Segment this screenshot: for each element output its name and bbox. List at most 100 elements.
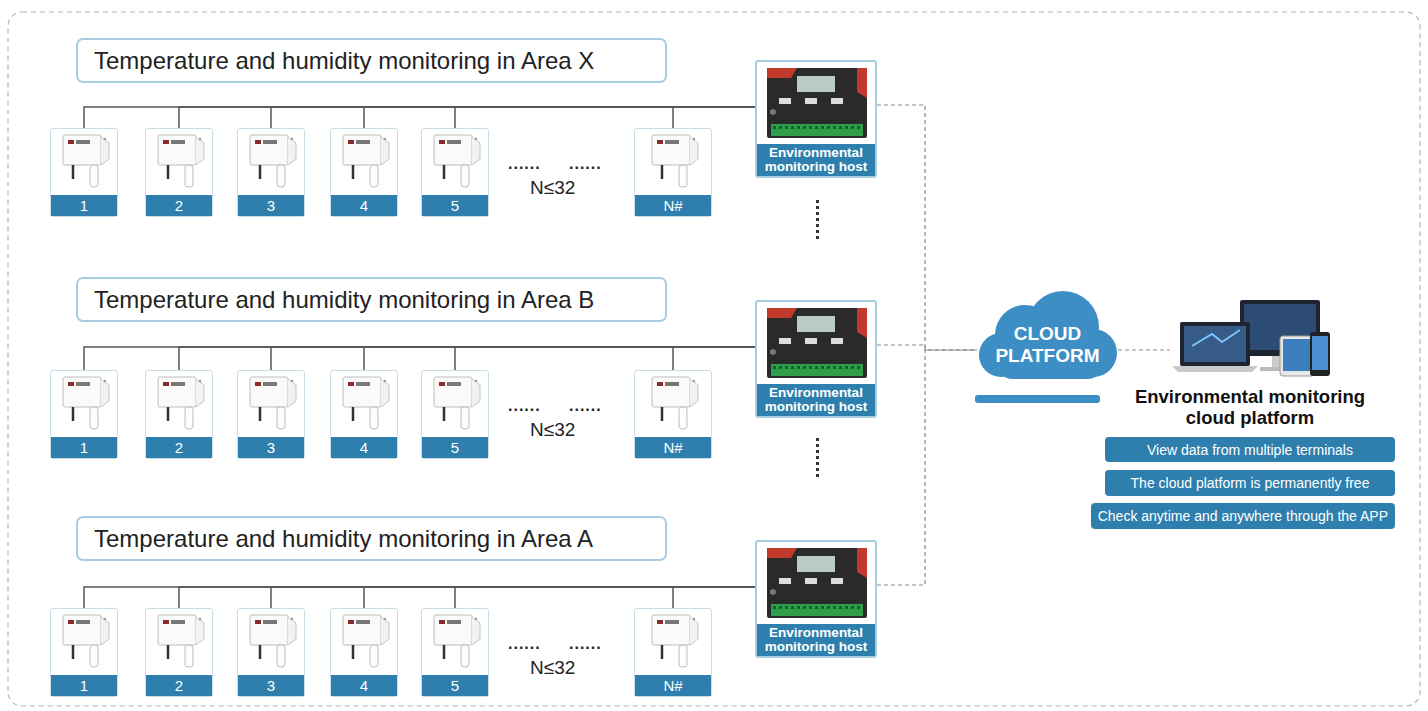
sensor-card: 3 (237, 370, 305, 459)
title-text: Temperature and humidity monitoring in A… (94, 286, 594, 314)
number-bar: 5 (422, 675, 488, 696)
sensor-card: N# (634, 608, 712, 697)
number-bar: 4 (331, 675, 397, 696)
pill-text: The cloud platform is permanently free (1131, 475, 1370, 491)
bus-wire (271, 587, 755, 608)
sensor-card: 2 (145, 608, 213, 697)
illustration (331, 371, 399, 439)
sensor-text: N# (663, 439, 682, 456)
bus-wire (455, 347, 755, 370)
sensor-text: 5 (451, 439, 459, 456)
sensor-card: 5 (421, 128, 489, 217)
sensor-card: 4 (330, 608, 398, 697)
network-link (877, 350, 977, 585)
vertical-ellipsis (816, 200, 819, 239)
ellipsis-text: ...... (508, 635, 541, 653)
count-label: N≤32 (530, 657, 575, 679)
bus-wire (364, 107, 755, 128)
bus-wire (271, 107, 755, 128)
bus-wire (84, 347, 755, 370)
host-text: Environmental monitoring host (759, 386, 873, 414)
host-text: Environmental monitoring host (759, 626, 873, 654)
bus-wire (84, 107, 755, 128)
illustration (635, 609, 713, 677)
bus-wire (673, 587, 755, 608)
host-label-bar: Environmental monitoring host (757, 624, 875, 656)
illustration (51, 129, 119, 197)
number-bar: N# (635, 675, 711, 696)
illustration (757, 542, 875, 632)
sensor-text: 2 (175, 677, 183, 694)
host-text: Environmental monitoring host (759, 146, 873, 174)
illustration (331, 609, 399, 677)
monitoring-host: Environmental monitoring host (755, 60, 877, 178)
illustration (635, 371, 713, 439)
sensor-text: 3 (267, 439, 275, 456)
illustration (757, 302, 875, 392)
illustration (238, 609, 306, 677)
number-bar: 4 (331, 195, 397, 216)
sensor-card: 1 (50, 128, 118, 217)
sensor-card: 4 (330, 128, 398, 217)
sensor-card: 1 (50, 608, 118, 697)
illustration (422, 371, 490, 439)
area-title-box: Temperature and humidity monitoring in A… (76, 38, 667, 83)
number-bar: 3 (238, 675, 304, 696)
network-link (877, 105, 977, 350)
vertical-ellipsis (816, 438, 819, 477)
sensor-card: 2 (145, 370, 213, 459)
feature-pill: Check anytime and anywhere through the A… (1091, 503, 1395, 529)
number-bar: 4 (331, 437, 397, 458)
network-link (877, 345, 977, 350)
bus-wire (271, 347, 755, 370)
title-text: Temperature and humidity monitoring in A… (94, 525, 593, 553)
sensor-text: 5 (451, 677, 459, 694)
count-label: N≤32 (530, 177, 575, 199)
sensor-text: 2 (175, 439, 183, 456)
host-label-bar: Environmental monitoring host (757, 144, 875, 176)
illustration (238, 371, 306, 439)
cloud-shape: CLOUD PLATFORM (975, 283, 1120, 405)
monitoring-host: Environmental monitoring host (755, 540, 877, 658)
area-title-box: Temperature and humidity monitoring in A… (76, 516, 667, 561)
illustration (146, 371, 214, 439)
illustration (1122, 296, 1378, 386)
number-bar: 1 (51, 675, 117, 696)
sensor-card: 2 (145, 128, 213, 217)
sensor-card: N# (634, 370, 712, 459)
platform-devices: Environmental monitoring cloud platform (1122, 296, 1378, 428)
cloud-text: CLOUD PLATFORM (975, 323, 1120, 367)
sensor-text: 2 (175, 197, 183, 214)
illustration (331, 129, 399, 197)
bus-wire (84, 587, 755, 608)
number-bar: 2 (146, 675, 212, 696)
bus-wire (673, 347, 755, 370)
sensor-text: 4 (360, 197, 368, 214)
sensor-text: 3 (267, 677, 275, 694)
sensor-text: 1 (80, 439, 88, 456)
illustration (422, 609, 490, 677)
illustration (51, 609, 119, 677)
count-label: N≤32 (530, 419, 575, 441)
sensor-card: 3 (237, 608, 305, 697)
feature-pill: View data from multiple terminals (1105, 437, 1395, 462)
outer-dashed-frame (8, 12, 1420, 706)
bus-wire (673, 107, 755, 128)
number-bar: 1 (51, 195, 117, 216)
plat-text: Environmental monitoring cloud platform (1122, 386, 1378, 428)
number-bar: 1 (51, 437, 117, 458)
number-bar: 5 (422, 195, 488, 216)
bus-wire (364, 587, 755, 608)
sensor-card: N# (634, 128, 712, 217)
illustration (146, 129, 214, 197)
ellipsis-text: ...... (508, 397, 541, 415)
sensor-text: 3 (267, 197, 275, 214)
sensor-text: N# (663, 197, 682, 214)
sensor-text: 5 (451, 197, 459, 214)
bus-wire (455, 587, 755, 608)
network-link (1118, 349, 1170, 350)
sensor-card: 5 (421, 608, 489, 697)
illustration (238, 129, 306, 197)
illustration (51, 371, 119, 439)
feature-pill: The cloud platform is permanently free (1105, 470, 1395, 496)
